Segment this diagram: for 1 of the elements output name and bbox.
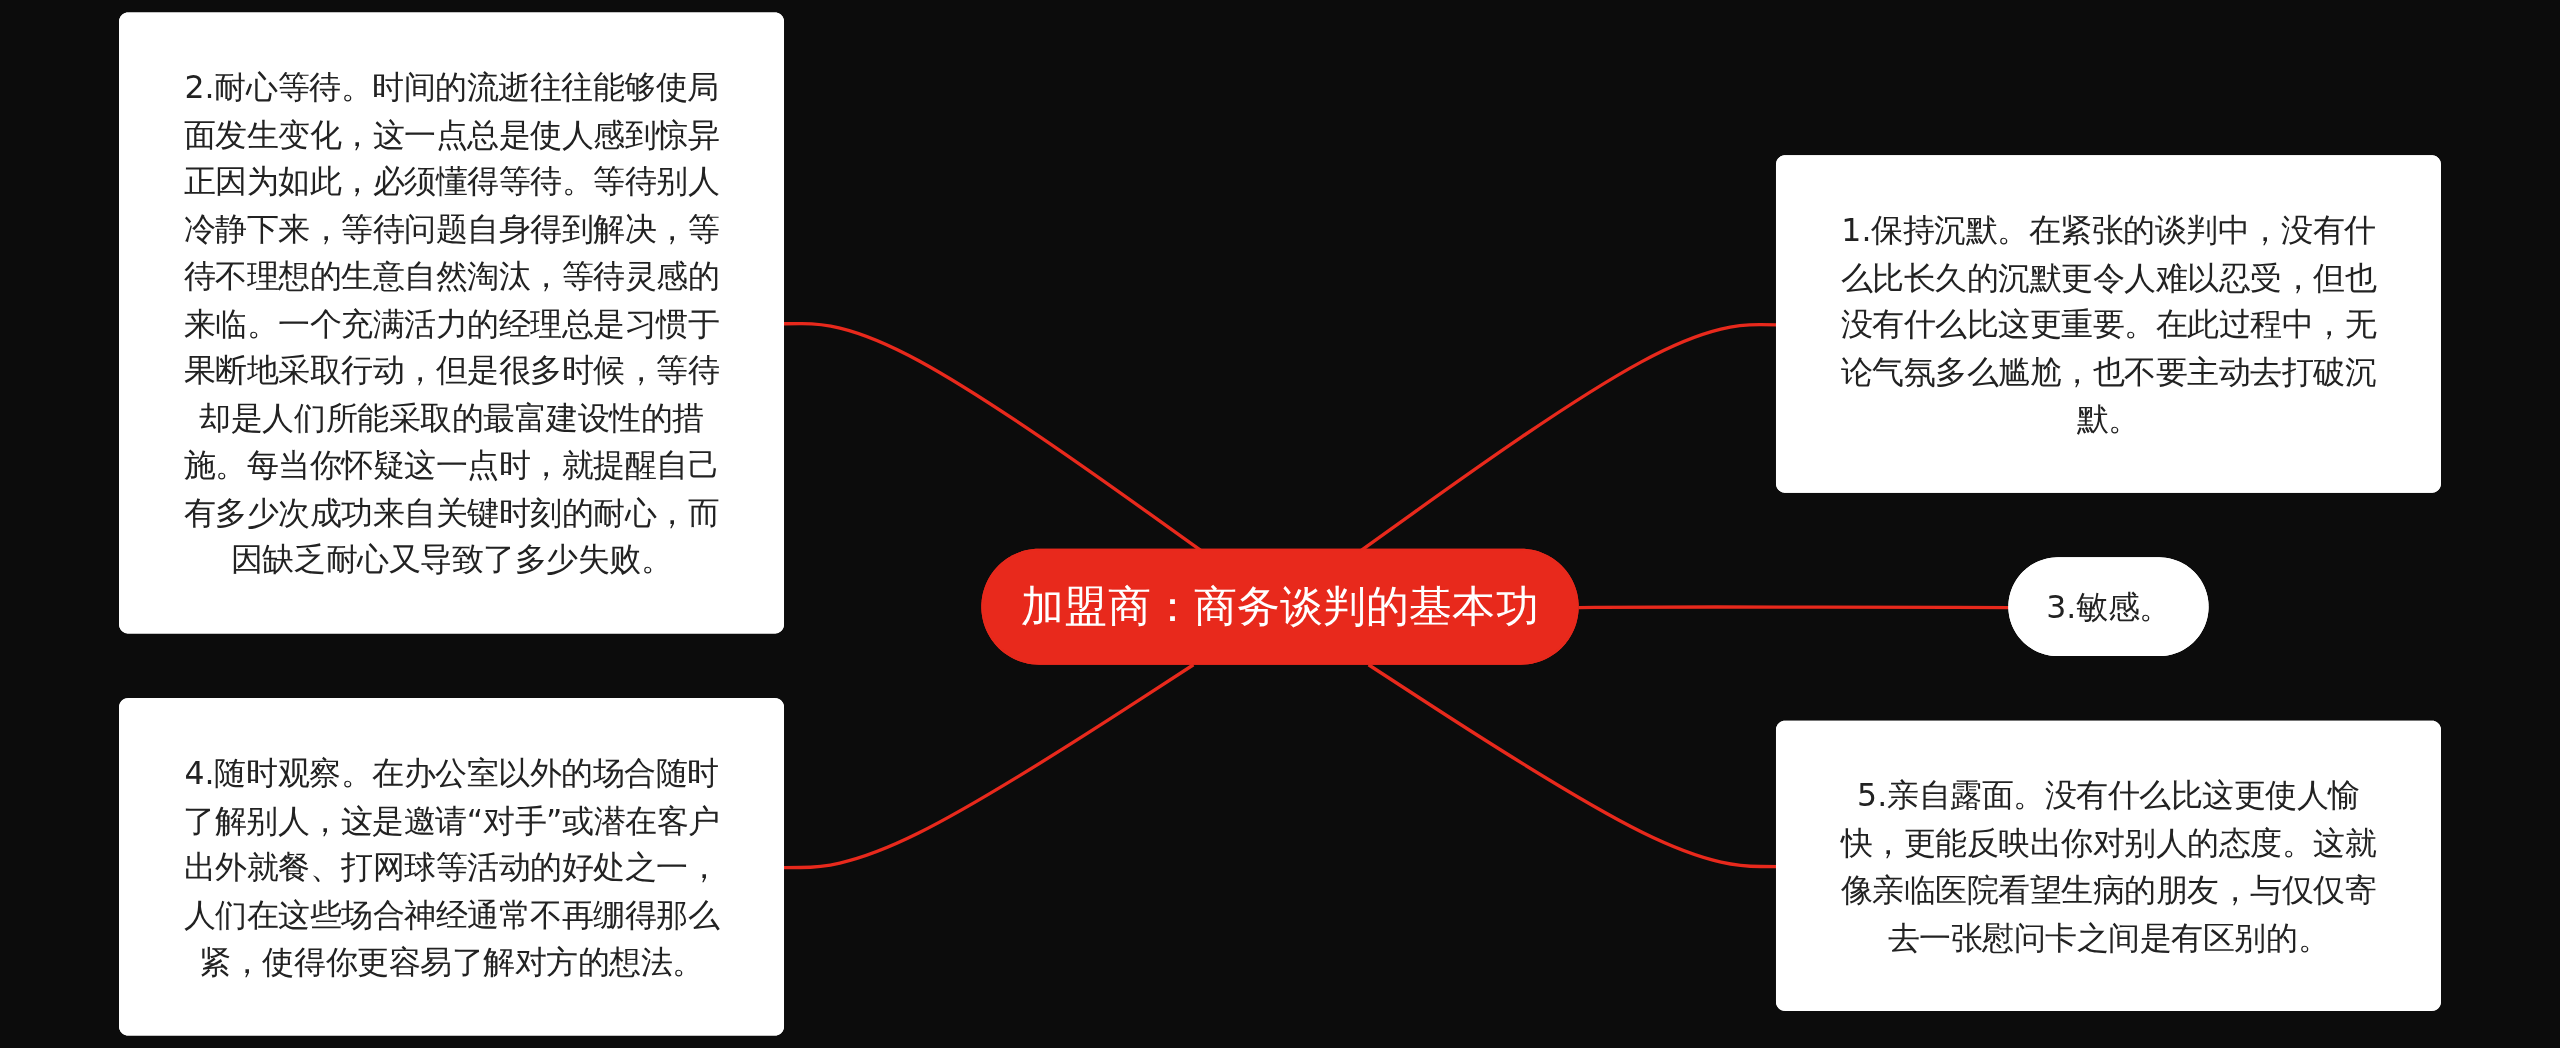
connector (784, 663, 1195, 870)
